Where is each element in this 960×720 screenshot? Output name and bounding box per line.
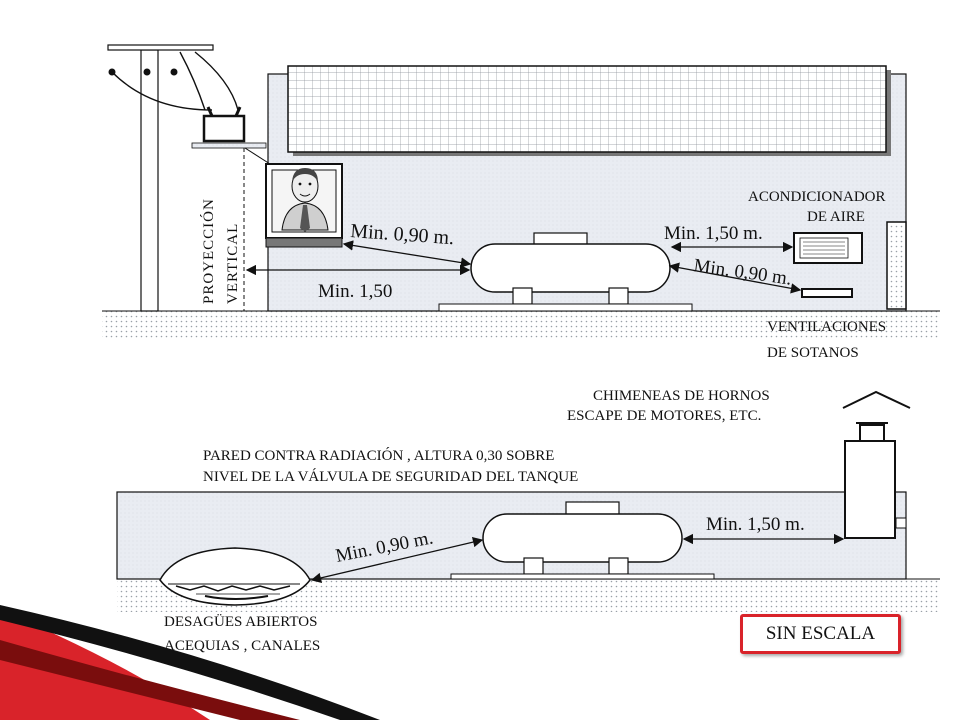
open-drain-icon	[159, 547, 311, 606]
transformer-shelf	[191, 142, 267, 149]
chimney-icon	[842, 390, 911, 539]
ground-top	[102, 311, 940, 339]
dist-pole-tank-label: Min. 1,50	[318, 281, 392, 302]
dist-ac-label: Min. 1,50 m.	[664, 223, 763, 244]
insulator-2	[143, 68, 151, 76]
arrow-tank-vent	[668, 262, 802, 294]
vent-label-1: VENTILACIONES	[767, 319, 886, 335]
pared-label-1: PARED CONTRA RADIACIÓN , ALTURA 0,30 SOB…	[203, 447, 554, 464]
vertical-label: VERTICAL	[225, 223, 241, 304]
dist-chimenea-label: Min. 1,50 m.	[706, 514, 805, 535]
ac-label-1: ACONDICIONADOR	[748, 189, 886, 205]
window-with-person	[265, 163, 343, 248]
ac-label-2: DE AIRE	[807, 209, 865, 225]
arrow-window-tank	[342, 240, 472, 268]
pared-label-2: NIVEL DE LA VÁLVULA DE SEGURIDAD DEL TAN…	[203, 468, 578, 485]
power-line-1	[111, 71, 213, 111]
roof-grid	[287, 65, 887, 153]
power-line-2	[179, 51, 206, 111]
proyeccion-label: PROYECCIÓN	[200, 198, 217, 304]
air-conditioner-icon	[793, 232, 863, 264]
gas-tank-top	[438, 232, 693, 312]
insulator-3	[170, 68, 178, 76]
top-panel: PROYECCIÓN VERTICAL	[102, 44, 940, 361]
basement-vent-icon	[801, 288, 853, 298]
chimenea-label-2: ESCAPE DE MOTORES, ETC.	[567, 408, 761, 424]
exhaust-column	[886, 221, 907, 310]
shelf-brace	[244, 147, 271, 165]
pole-crossarm	[107, 44, 214, 51]
transformer-terminals	[206, 106, 242, 117]
desague-label-1: DESAGÜES ABIERTOS	[164, 613, 317, 630]
gas-tank-bottom	[450, 501, 715, 580]
bottom-panel: CHIMENEAS DE HORNOS ESCAPE DE MOTORES, E…	[116, 388, 940, 654]
vent-label-2: DE SOTANOS	[767, 345, 859, 361]
utility-pole	[140, 49, 159, 312]
chimenea-label-1: CHIMENEAS DE HORNOS	[593, 388, 770, 404]
decorative-swoosh	[0, 605, 380, 720]
desague-label-2: ACEQUIAS , CANALES	[164, 638, 320, 654]
arrow-drain-tank	[310, 537, 484, 583]
power-line-3	[194, 51, 239, 111]
transformer-icon	[202, 114, 246, 143]
scale-badge: SIN ESCALA	[740, 614, 901, 654]
